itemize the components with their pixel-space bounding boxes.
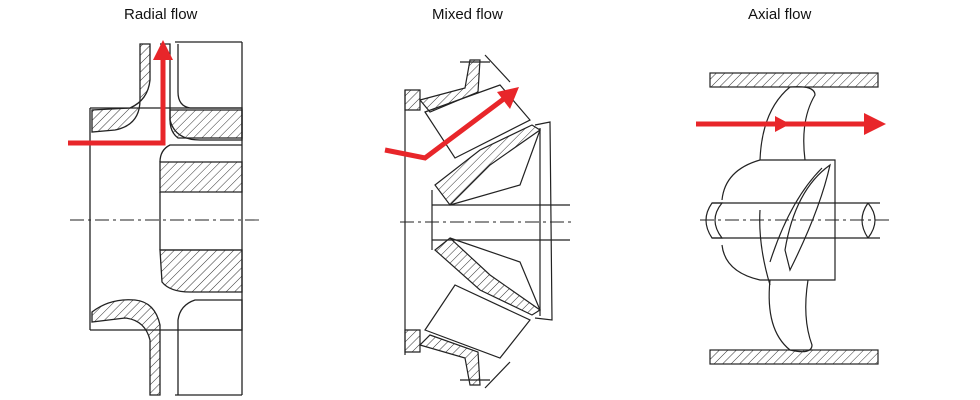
mixed-impeller (400, 54, 575, 389)
radial-flow-arrow (68, 40, 173, 146)
axial-flow-arrow (696, 113, 886, 135)
mixed-flow-arrow (384, 87, 519, 161)
mixed-flow-label: Mixed flow (432, 6, 503, 23)
radial-flow-label: Radial flow (124, 6, 198, 23)
axial-impeller (700, 72, 890, 365)
axial-flow-label: Axial flow (748, 6, 812, 23)
